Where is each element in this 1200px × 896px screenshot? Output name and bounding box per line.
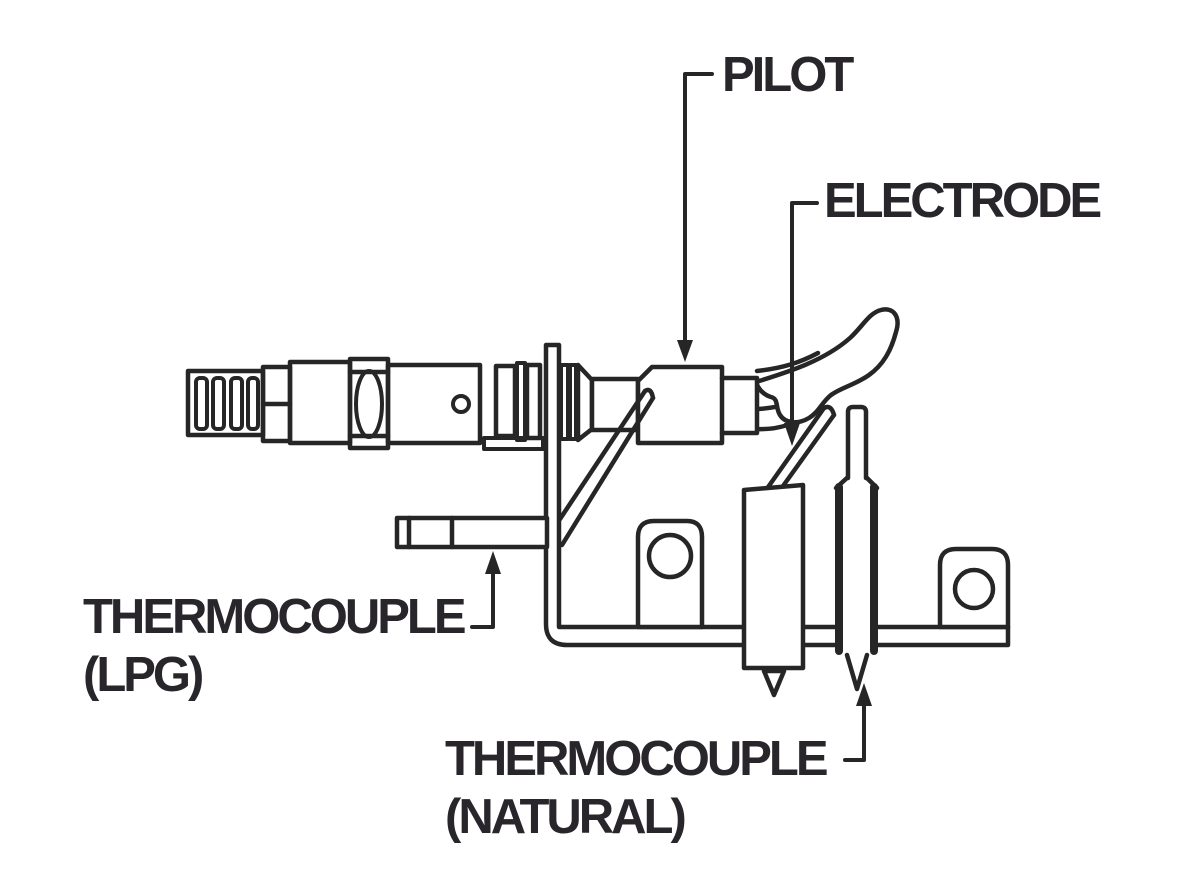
washer-rings-right <box>559 363 578 441</box>
gas-supply-fitting <box>185 356 760 451</box>
electrode-leader <box>790 201 819 427</box>
electrode-insulator-block <box>741 482 806 671</box>
pilot-label: PILOT <box>722 48 854 102</box>
thermocouple-lpg-part <box>394 387 656 550</box>
washer-rings-left <box>493 361 543 442</box>
tab-hole-right <box>952 567 996 611</box>
pilot-leader <box>683 72 714 344</box>
burner-tube <box>589 376 641 433</box>
fitting-body <box>287 359 353 446</box>
leader-lines <box>470 72 866 762</box>
thermocouple-lpg-label-line1: THERMOCOUPLE <box>83 590 466 644</box>
pilot-head <box>635 364 760 446</box>
thermocouple-natural-label-line2: (NATURAL) <box>445 790 687 844</box>
mounting-tab-right <box>937 546 1011 630</box>
leader-arrowheads <box>485 340 872 706</box>
flange-foot <box>482 436 545 451</box>
thermocouple-natural-arrow <box>856 683 872 706</box>
electrode-label: ELECTRODE <box>824 174 1102 228</box>
thermocouple-lpg-arrow <box>485 551 501 574</box>
thermocouple-natural-label-line1: THERMOCOUPLE <box>445 732 828 786</box>
valve-body <box>385 362 483 446</box>
hex-nut <box>347 356 391 451</box>
tab-hole-left <box>646 532 694 580</box>
pilot-arrow <box>677 340 693 362</box>
electrode-part <box>741 404 837 698</box>
electrode-arrow <box>784 423 800 446</box>
mounting-tab-left <box>635 518 705 630</box>
thermocouple-lpg-label: THERMOCOUPLE (LPG) <box>83 588 466 704</box>
thermocouple-natural-label: THERMOCOUPLE (NATURAL) <box>445 730 828 846</box>
body-hole <box>451 394 471 414</box>
thermocouple-lpg-leader <box>470 570 495 629</box>
thermocouple-natural-leader <box>843 702 866 762</box>
electrode-tip <box>761 668 787 698</box>
thermocouple-natural-part <box>833 404 880 692</box>
thermocouple-lpg-label-line2: (LPG) <box>83 648 204 702</box>
